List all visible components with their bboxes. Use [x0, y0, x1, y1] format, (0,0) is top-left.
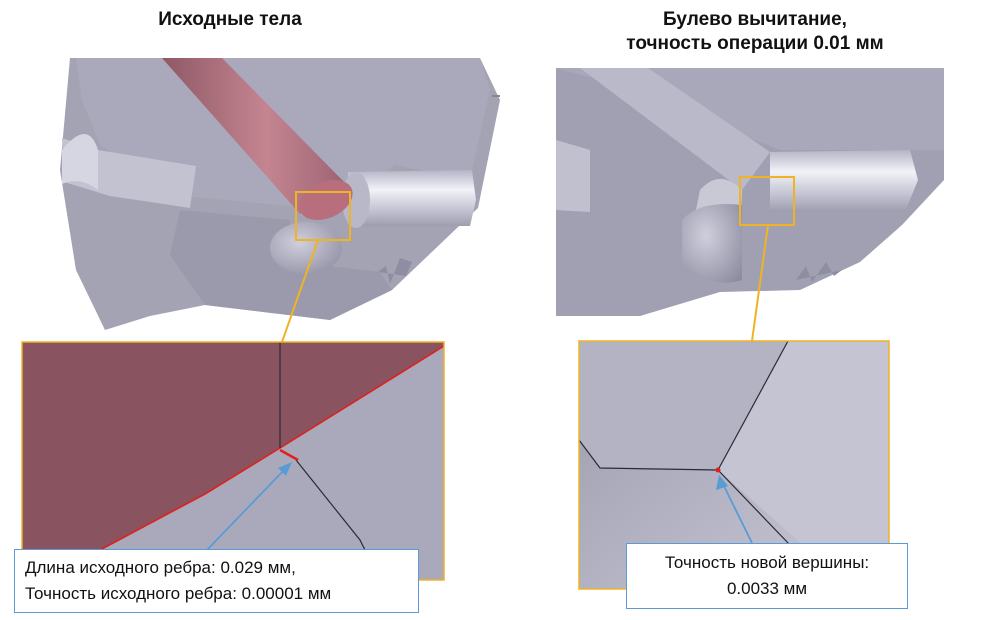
- right-hole: [682, 204, 742, 283]
- right-zoom-upper-face: [579, 341, 788, 470]
- left-hole: [270, 222, 342, 274]
- right-title-line1: Булево вычитание,: [663, 9, 847, 30]
- right-grey-cylinder: [770, 150, 918, 212]
- left-highlight-box: [295, 191, 351, 241]
- right-arrow: [716, 475, 753, 544]
- right-diagonal-groove: [580, 68, 770, 190]
- left-slot-fillet: [62, 134, 98, 190]
- right-title-line2: точность операции 0.01 мм: [626, 33, 884, 54]
- right-3d-model: [556, 68, 944, 316]
- left-zoom-panel: [21, 341, 445, 581]
- left-connector: [281, 239, 319, 343]
- right-notches: [796, 262, 842, 282]
- left-zoom-small-edge: [279, 448, 299, 462]
- left-grey-cylinder: [348, 170, 476, 226]
- left-callout-line2: Точность исходного ребра: 0.00001 мм: [25, 584, 332, 603]
- left-3d-model: [60, 58, 500, 330]
- left-panel-title: Исходные тела: [80, 8, 380, 32]
- right-zoom-vertex-dot: [715, 467, 721, 473]
- left-notches: [378, 258, 412, 284]
- right-panel-title: Булево вычитание, точность операции 0.01…: [560, 8, 950, 56]
- left-title-text: Исходные тела: [158, 9, 302, 30]
- right-callout-line1: Точность новой вершины:: [664, 553, 870, 572]
- right-connector: [751, 224, 769, 342]
- right-zoom-edge-a: [717, 340, 789, 471]
- left-red-cylinder-end: [299, 179, 353, 221]
- right-zoom-right-face: [718, 341, 889, 560]
- left-zoom-red-region: [22, 342, 444, 580]
- right-callout-line2: 0.0033 мм: [726, 579, 808, 598]
- right-zoom-edge-b: [578, 439, 719, 471]
- left-arrow: [205, 462, 292, 552]
- right-slot: [556, 140, 590, 212]
- left-callout: Длина исходного ребра: 0.029 мм, Точност…: [14, 549, 419, 613]
- left-callout-line1: Длина исходного ребра: 0.029 мм,: [25, 558, 296, 577]
- left-red-cylinder: [162, 58, 352, 214]
- left-zoom-red-edge: [99, 345, 445, 551]
- right-callout: Точность новой вершины: 0.0033 мм: [626, 543, 908, 609]
